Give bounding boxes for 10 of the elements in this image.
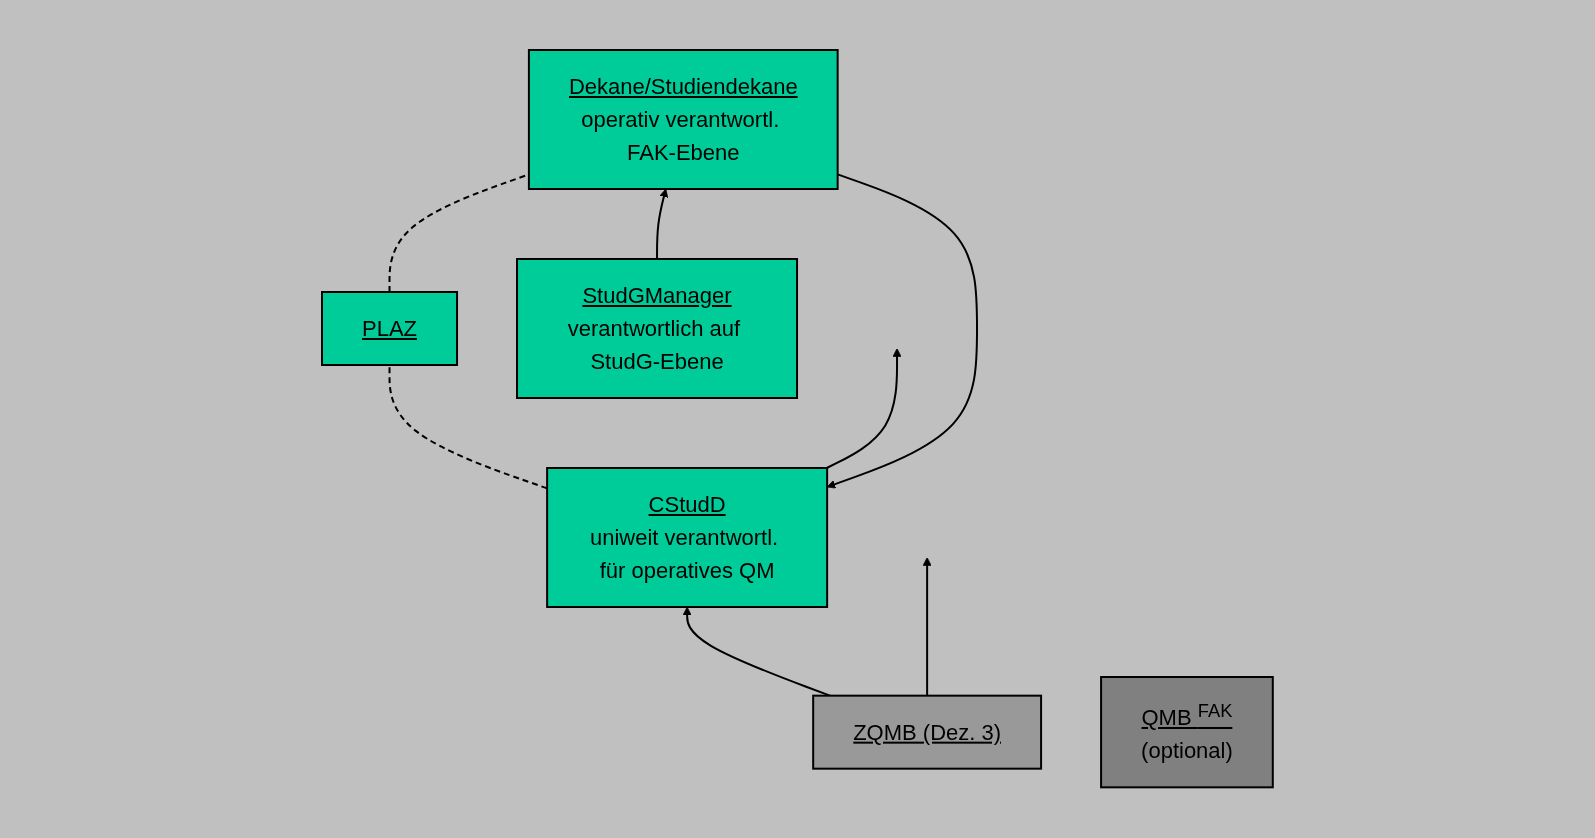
- arrow: [922, 557, 932, 697]
- node-box: StudGManager verantwortlich auf StudG-Ebene: [516, 258, 799, 400]
- node-box: ZQMB (Dez. 3): [812, 695, 1043, 770]
- node-box: PLAZ: [321, 291, 459, 367]
- node-box: CStudD uniweit verantwortl. für operatives QM: [546, 467, 829, 609]
- node-box: Dekane/Studiendekane operativ verantwortl. FAK-Ebene: [528, 49, 839, 191]
- node-box: QMB $^{FAK}$ (optional): [1100, 676, 1274, 789]
- arrow: [825, 348, 902, 470]
- arrow: [656, 188, 669, 261]
- arrow: [826, 173, 979, 489]
